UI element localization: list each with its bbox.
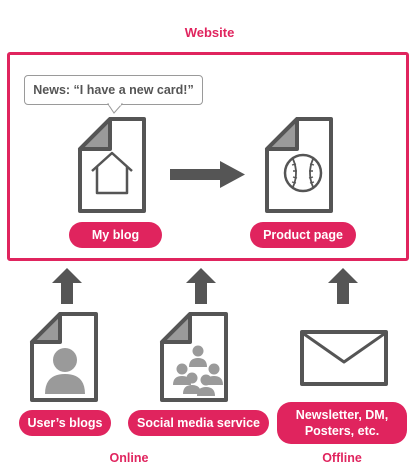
newsletter-label: Newsletter, DM, Posters, etc. xyxy=(277,402,407,444)
speech-bubble-text: News: “I have a new card!” xyxy=(33,83,194,97)
person-document-icon xyxy=(30,312,98,402)
online-label: Online xyxy=(109,451,149,465)
speech-bubble: News: “I have a new card!” xyxy=(24,75,203,105)
arrow-right-icon xyxy=(170,161,245,188)
my-blog-label: My blog xyxy=(69,222,162,248)
group-document-icon xyxy=(160,312,228,402)
arrow-up-icon-users-blogs xyxy=(52,268,82,304)
users-blogs-text: User’s blogs xyxy=(27,416,103,430)
envelope-icon xyxy=(300,330,388,386)
social-media-label: Social media service xyxy=(128,410,269,436)
users-blogs-label: User’s blogs xyxy=(19,410,111,436)
arrow-up-icon-social-media xyxy=(186,268,216,304)
product-page-label: Product page xyxy=(250,222,356,248)
offline-label: Offline xyxy=(322,451,362,465)
product-page-text: Product page xyxy=(263,228,343,242)
website-frame xyxy=(7,52,409,261)
my-blog-text: My blog xyxy=(91,228,140,242)
newsletter-text: Newsletter, DM, Posters, etc. xyxy=(295,408,389,438)
social-media-text: Social media service xyxy=(137,416,260,430)
baseball-document-icon xyxy=(265,117,333,213)
house-document-icon xyxy=(78,117,146,213)
arrow-up-icon-newsletter xyxy=(328,268,358,304)
website-title: Website xyxy=(184,25,235,40)
